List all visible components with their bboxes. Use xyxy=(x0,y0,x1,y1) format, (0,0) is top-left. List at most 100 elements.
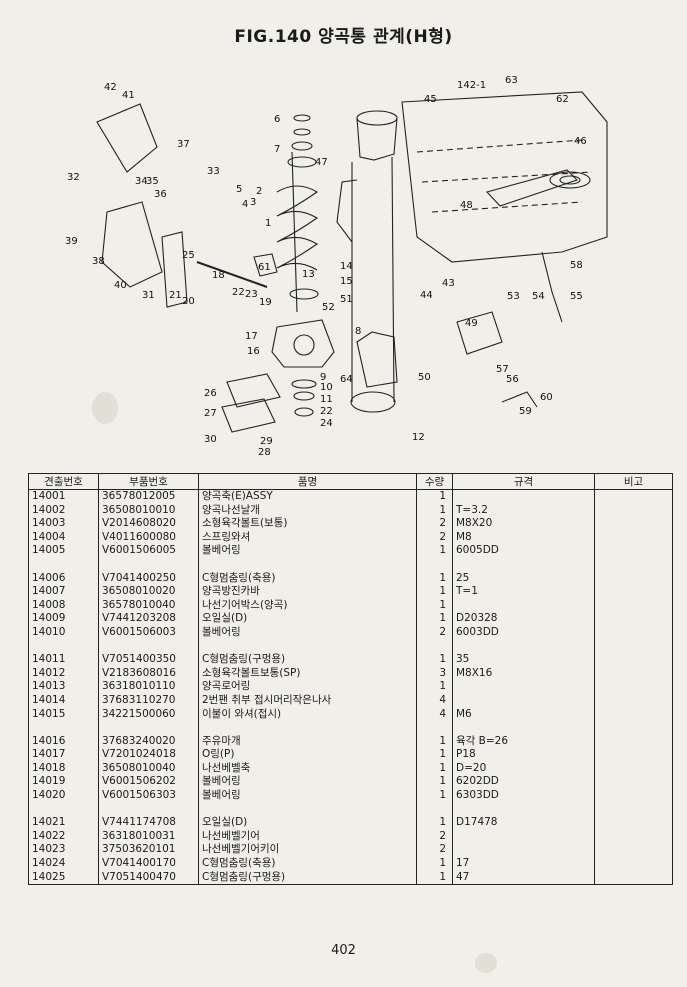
note-cell xyxy=(594,843,673,858)
callout-60: 60 xyxy=(540,392,553,403)
table-header-row: 견출번호 부품번호 품명 수량 규격 비고 xyxy=(28,473,673,490)
index-cell: 14003 xyxy=(28,517,99,531)
part-name-cell: 스프링와셔 xyxy=(198,530,417,545)
callout-41: 41 xyxy=(122,90,135,101)
part-name-cell: C형멈춤링(축용) xyxy=(198,857,417,871)
spec-cell xyxy=(452,489,595,504)
callout-35: 35 xyxy=(146,176,159,187)
index-cell: 14023 xyxy=(28,843,99,858)
part-name-cell: 이불이 와셔(접시) xyxy=(198,707,417,722)
quantity-cell: 1 xyxy=(416,612,453,626)
spacer-cell xyxy=(452,557,595,572)
index-cell: 14004 xyxy=(28,530,99,545)
note-cell xyxy=(594,870,673,885)
spec-cell: 6003DD xyxy=(452,625,595,640)
spec-cell: D17478 xyxy=(452,816,595,830)
callout-63: 63 xyxy=(505,75,518,86)
note-cell xyxy=(594,585,673,599)
part-name-cell: 볼베어링 xyxy=(198,625,417,640)
part-number-cell: 34221500060 xyxy=(98,707,199,722)
callout-14: 14 xyxy=(340,261,353,272)
callout-7: 7 xyxy=(274,144,280,155)
part-number-cell: V7441174708 xyxy=(98,816,199,830)
callout-9: 9 xyxy=(320,372,326,383)
callout-58: 58 xyxy=(570,260,583,271)
spacer-cell xyxy=(28,802,99,817)
part-number-cell: V6001506005 xyxy=(98,544,199,558)
part-name-cell: 소형육각볼트(보통) xyxy=(198,517,417,531)
spacer-cell xyxy=(452,639,595,654)
diagram-drawing xyxy=(96,91,608,433)
callout-45: 45 xyxy=(424,94,437,105)
spacer-cell xyxy=(28,721,99,735)
quantity-cell: 2 xyxy=(416,625,453,640)
note-cell xyxy=(594,612,673,626)
part-number-cell: V4011600080 xyxy=(98,530,199,545)
spacer-cell xyxy=(198,802,417,817)
callout-36: 36 xyxy=(154,189,167,200)
note-cell xyxy=(594,707,673,722)
quantity-cell: 4 xyxy=(416,693,453,708)
note-cell xyxy=(594,598,673,613)
quantity-cell: 1 xyxy=(416,503,453,518)
part-name-cell: 소형육각볼트보통(SP) xyxy=(198,666,417,681)
note-cell xyxy=(594,666,673,681)
part-name-cell: C형멈춤링(구멍용) xyxy=(198,870,417,885)
part-name-cell: 양곡방진카바 xyxy=(198,585,417,599)
callout-57: 57 xyxy=(496,364,509,375)
quantity-cell: 1 xyxy=(416,870,453,885)
group-spacer-row xyxy=(28,721,673,735)
callout-33: 33 xyxy=(207,166,220,177)
spec-cell xyxy=(452,829,595,844)
part-number-cell: V6001506202 xyxy=(98,775,199,790)
quantity-cell: 1 xyxy=(416,585,453,599)
spec-cell: 35 xyxy=(452,653,595,667)
callout-52: 52 xyxy=(322,302,335,313)
callout-37: 37 xyxy=(177,139,190,150)
part-number-cell: 36578010040 xyxy=(98,598,199,613)
quantity-cell: 2 xyxy=(416,530,453,545)
callout-47: 47 xyxy=(315,157,328,168)
callout-11: 11 xyxy=(320,394,333,405)
callout-48: 48 xyxy=(460,200,473,211)
index-cell: 14018 xyxy=(28,761,99,776)
spec-cell: M8X20 xyxy=(452,517,595,531)
part-number-cell: 37683110270 xyxy=(98,693,199,708)
spec-cell: 6202DD xyxy=(452,775,595,790)
paper-stain xyxy=(475,953,497,973)
part-number-cell: V6001506003 xyxy=(98,625,199,640)
index-cell: 14002 xyxy=(28,503,99,518)
part-number-cell: 36578012005 xyxy=(98,489,199,504)
spec-cell: T=1 xyxy=(452,585,595,599)
part-number-cell: 36318010110 xyxy=(98,680,199,694)
part-number-cell: V7051400350 xyxy=(98,653,199,667)
index-cell: 14022 xyxy=(28,829,99,844)
callout-55: 55 xyxy=(570,291,583,302)
part-callouts: 42 41 37 33 34 35 36 32 39 38 40 31 21 2… xyxy=(65,75,587,458)
callout-24: 24 xyxy=(320,418,333,429)
spec-cell: D=20 xyxy=(452,761,595,776)
callout-46: 46 xyxy=(574,136,587,147)
note-cell xyxy=(594,748,673,762)
exploded-parts-diagram: 42 41 37 33 34 35 36 32 39 38 40 31 21 2… xyxy=(65,75,608,458)
index-cell: 14016 xyxy=(28,734,99,749)
spec-cell: 25 xyxy=(452,571,595,586)
part-number-cell: V2014608020 xyxy=(98,517,199,531)
part-name-cell: 오일실(D) xyxy=(198,816,417,830)
note-cell xyxy=(594,680,673,694)
part-name-cell: 2번팬 취부 접시머리작은나사 xyxy=(198,693,417,708)
part-name-cell: 볼베어링 xyxy=(198,775,417,790)
callout-44: 44 xyxy=(420,290,433,301)
callout-62: 62 xyxy=(556,94,569,105)
callout-16: 16 xyxy=(247,346,260,357)
